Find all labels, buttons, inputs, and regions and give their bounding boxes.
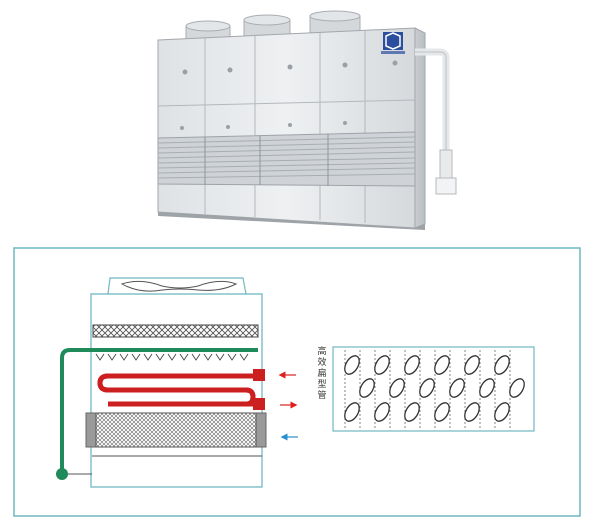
- tower-outline: [90, 277, 263, 488]
- external-pipe: [415, 48, 457, 195]
- louver-section: [157, 131, 416, 187]
- heat-exchange-coil: [97, 369, 265, 410]
- fan-housings: [185, 10, 361, 41]
- schematic-diagram: [13, 247, 581, 517]
- brand-logo: [381, 32, 405, 54]
- cooling-tower-photo: [157, 10, 457, 230]
- fill-media: [85, 412, 267, 448]
- drift-eliminator: [92, 324, 259, 338]
- tube-cross-section: [332, 346, 535, 432]
- flow-arrows: [278, 371, 298, 441]
- spray-nozzles: [95, 353, 249, 361]
- tube-label: 高效扁型管: [317, 347, 327, 401]
- spray-water-pipe: [56, 348, 258, 480]
- diagram-frame: [13, 247, 581, 517]
